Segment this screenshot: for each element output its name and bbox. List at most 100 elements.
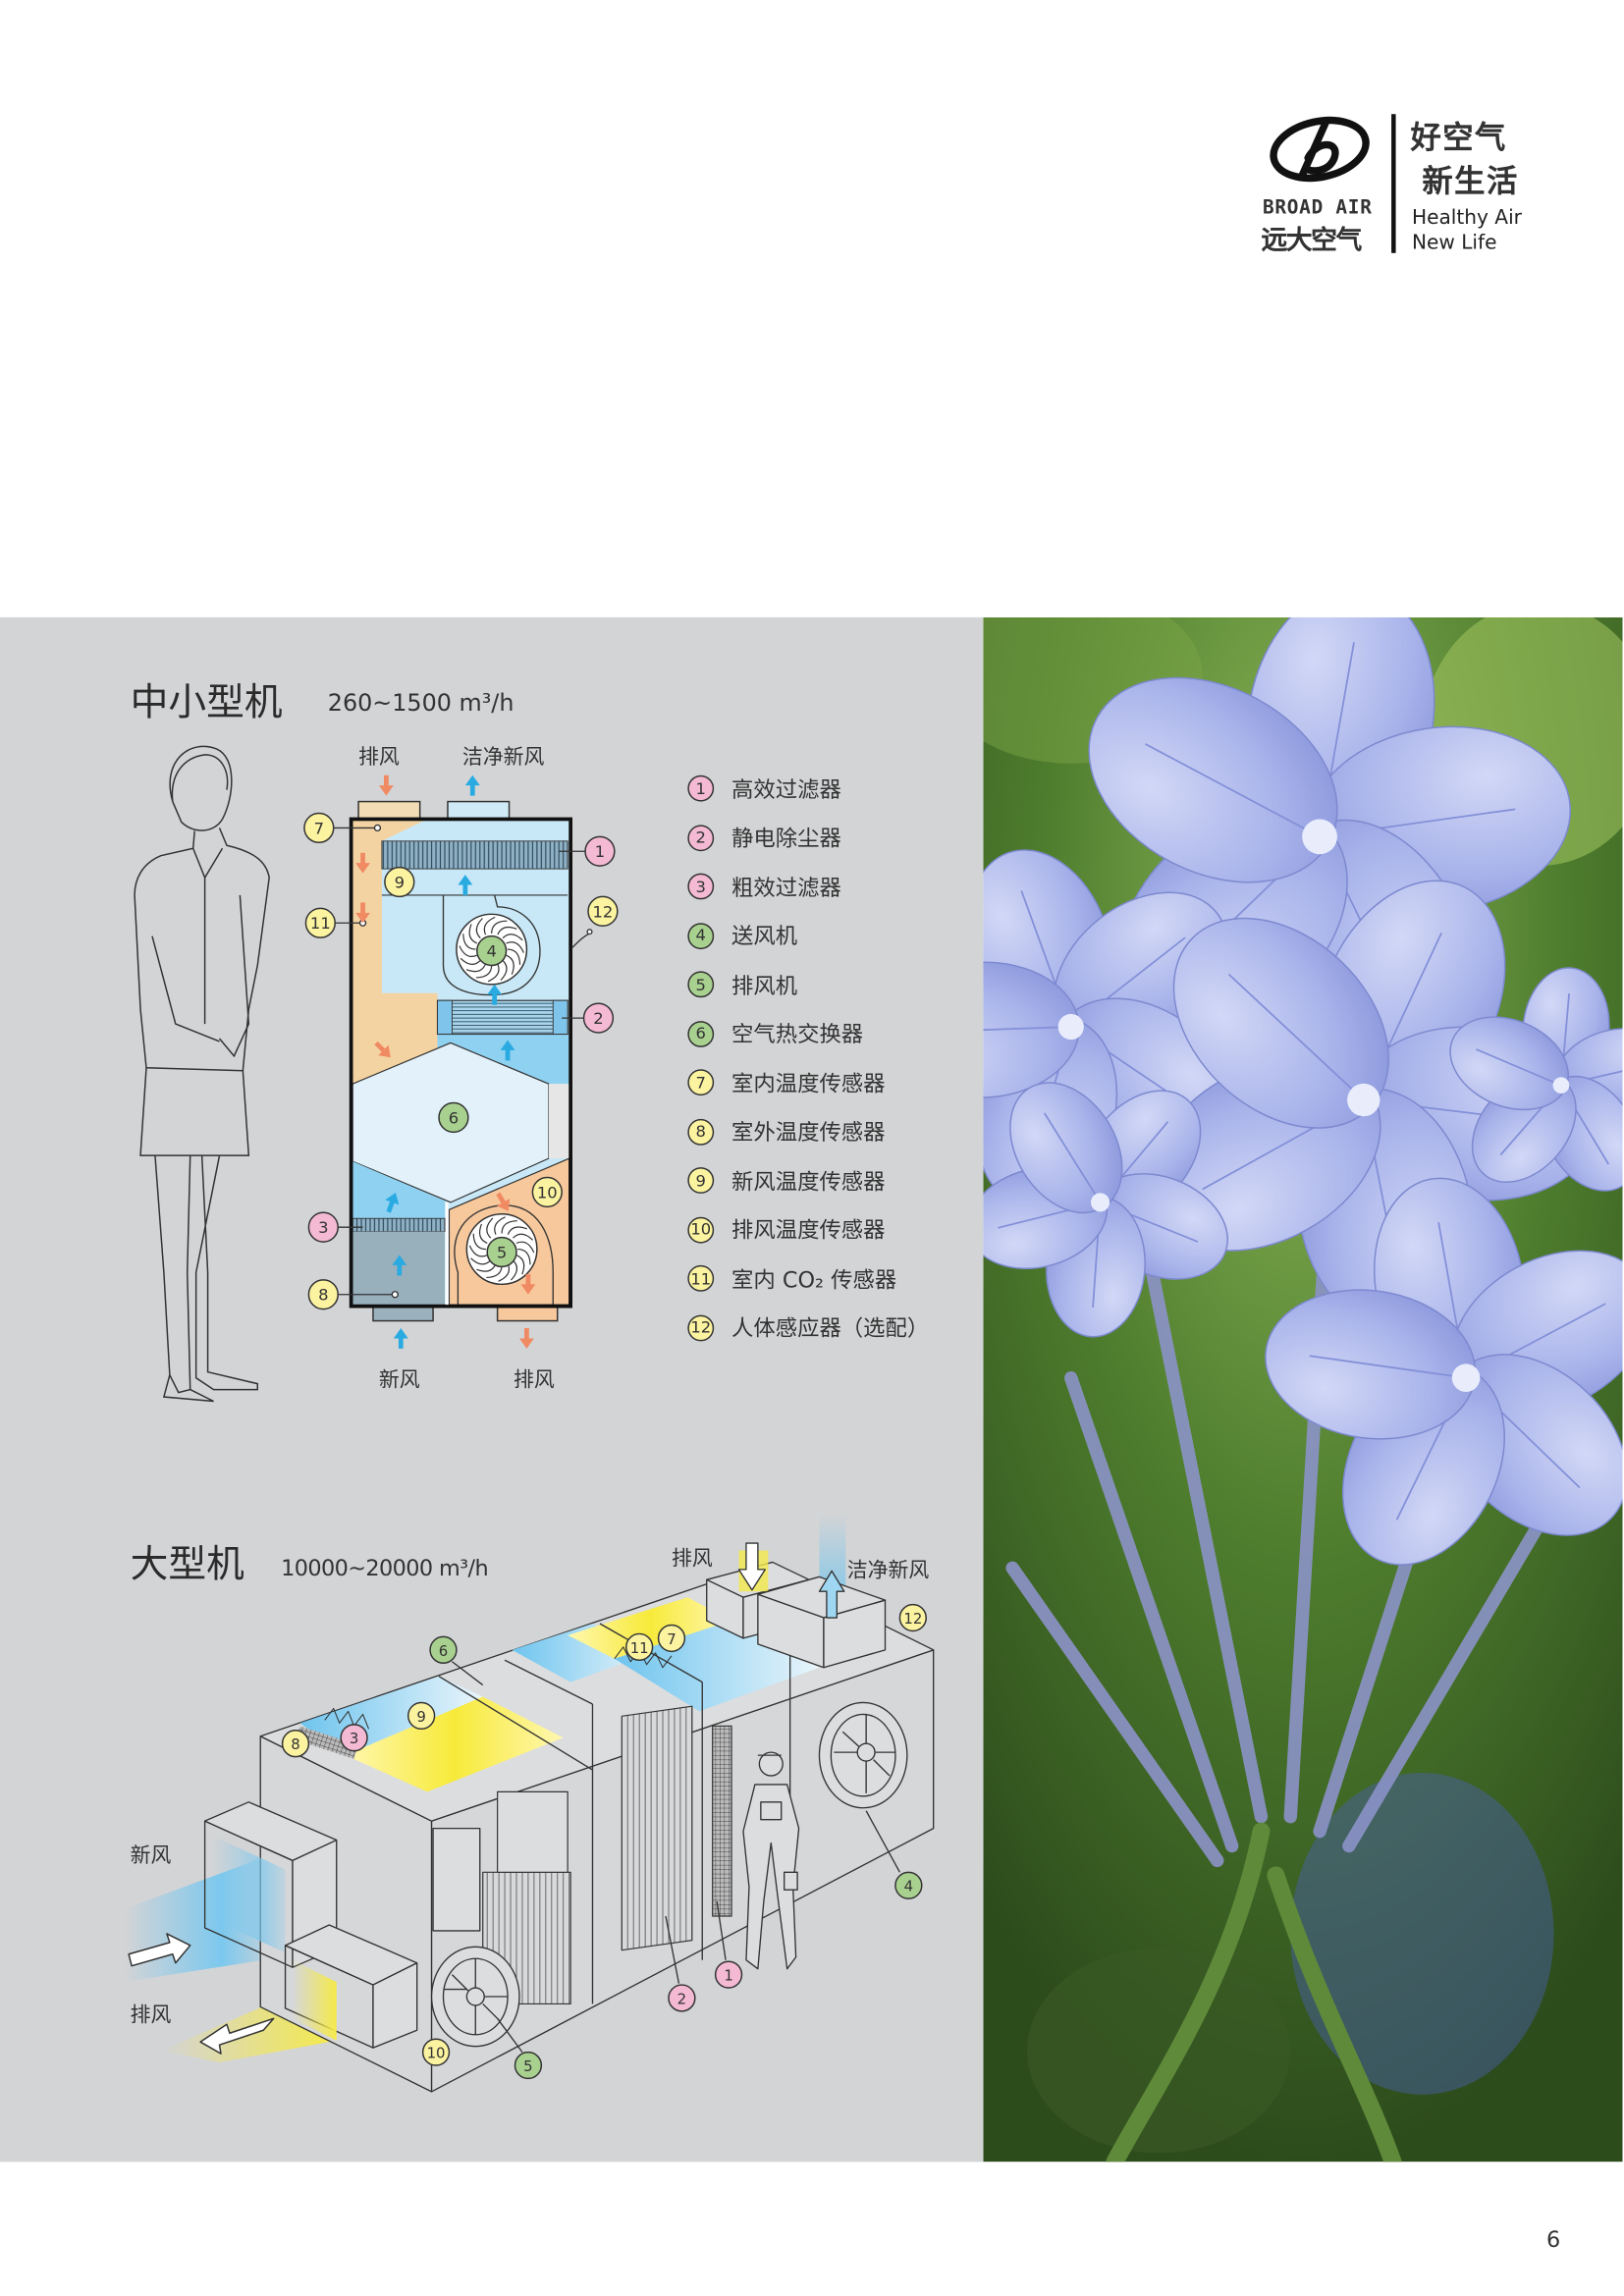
callout-number: 7: [314, 819, 324, 837]
exhaust-outlet-box: [284, 1924, 418, 2049]
callout-10: 10: [421, 2038, 451, 2066]
supply-up-arrow-icon: [818, 1570, 845, 1619]
exhaust-down-arrow-icon: [737, 1542, 766, 1591]
callout-11: 11: [625, 1632, 654, 1662]
airflow-arrow-icon: [392, 1255, 407, 1276]
callout-number: 5: [523, 2057, 532, 2075]
airflow-arrow-icon: [458, 875, 473, 895]
legend-number-badge: 3: [687, 873, 715, 900]
callout-number: 8: [291, 1735, 299, 1753]
callout-2: 2: [582, 1002, 615, 1034]
legend-number-badge: 4: [687, 922, 715, 949]
worker-silhouette: [742, 1751, 800, 1970]
callout-10: 10: [531, 1176, 563, 1208]
callout-7: 7: [657, 1624, 686, 1653]
legend-number-badge: 5: [687, 971, 715, 998]
callout-4: 4: [476, 934, 508, 967]
legend-number-badge: 10: [687, 1216, 715, 1243]
airflow-arrow-icon: [393, 1328, 408, 1349]
access-door: [432, 1827, 481, 1932]
airflow-arrow-icon: [355, 902, 370, 924]
callout-9: 9: [384, 866, 415, 898]
legend-label: 室内 CO₂ 传感器: [731, 1265, 897, 1293]
exhaust-inlet-duct: [357, 800, 421, 821]
callout-8: 8: [307, 1279, 339, 1310]
airflow-arrow-icon: [518, 1328, 534, 1349]
esp-panel: [712, 1725, 732, 1917]
callout-5: 5: [486, 1236, 517, 1268]
plumbago-flowers-image: [983, 616, 1623, 2163]
person-silhouette: [134, 745, 270, 1403]
legend-number-badge: 7: [687, 1069, 715, 1096]
legend-label: 高效过滤器: [731, 775, 841, 803]
exhaust-outlet-duct: [496, 1305, 559, 1322]
small-unit-casing: [349, 817, 573, 1308]
callout-number: 2: [677, 1990, 686, 2007]
slogan-en-2: New Life: [1411, 231, 1497, 255]
slogan-cn-1: 好空气: [1410, 118, 1507, 155]
fresh-air-intake-box: [203, 1801, 338, 1968]
broad-logo-mark-icon: [1270, 116, 1370, 183]
legend-label: 送风机: [731, 923, 798, 950]
callout-number: 9: [416, 1708, 425, 1726]
callout-4: 4: [894, 1871, 923, 1899]
legend-label: 排风温度传感器: [731, 1216, 886, 1244]
exhaust-fan-wheel-icon: [430, 1946, 520, 2048]
callout-1: 1: [714, 1960, 743, 1989]
legend-label: 粗效过滤器: [731, 874, 841, 901]
callout-number: 11: [310, 914, 331, 933]
callout-number: 3: [350, 1730, 358, 1747]
callout-6: 6: [429, 1635, 458, 1664]
callout-9: 9: [406, 1701, 436, 1731]
callout-number: 4: [486, 942, 496, 961]
fresh-in-arrow-icon: [128, 1933, 191, 1967]
legend-item: 10 排风温度传感器: [687, 1213, 886, 1246]
brand-name-en: BROAD AIR: [1262, 197, 1373, 220]
legend-number-badge: 9: [687, 1167, 715, 1194]
flower: [1449, 967, 1623, 1192]
brand-name-cn: 远大空气: [1261, 225, 1362, 256]
exhaust-channel: [351, 819, 451, 1085]
logo-divider: [1391, 114, 1396, 253]
airflow-arrow-icon: [378, 774, 394, 796]
callout-number: 1: [724, 1967, 732, 1985]
small-unit-title: 中小型机: [130, 681, 283, 726]
large-clean-fresh-label: 洁净新风: [846, 1559, 930, 1583]
hepa-filter: [381, 840, 568, 870]
callout-number: 8: [318, 1286, 328, 1305]
callout-number: 9: [395, 873, 405, 891]
legend-label: 空气热交换器: [731, 1021, 864, 1047]
airflow-arrow-icon: [500, 1040, 515, 1061]
callout-11: 11: [304, 907, 336, 938]
airflow-arrow-icon: [385, 1193, 400, 1213]
callout-1: 1: [584, 835, 616, 867]
flower-photo: [983, 616, 1623, 2163]
airflow-arrows: [355, 774, 536, 1349]
legend-number-badge: 2: [687, 824, 715, 851]
legend-label: 室外温度传感器: [731, 1118, 886, 1146]
slogan-en-1: Healthy Air: [1411, 206, 1522, 230]
small-clean-fresh-label: 洁净新风: [461, 745, 545, 770]
supply-outlet-duct: [447, 800, 511, 821]
flower: [983, 1082, 1229, 1338]
airflow-arrow-icon: [464, 774, 480, 796]
small-exhaust-top-label: 排风: [358, 745, 400, 770]
callout-number: 5: [497, 1243, 507, 1261]
callout-number: 12: [903, 1610, 922, 1628]
legend-number-badge: 12: [687, 1313, 715, 1341]
callout-5: 5: [514, 2051, 543, 2080]
airflow-arrow-icon: [487, 984, 503, 1005]
callout-number: 10: [427, 2045, 446, 2062]
callout-12: 12: [898, 1603, 927, 1632]
large-exhaust-top-label: 排风: [671, 1547, 713, 1572]
flower: [1265, 1177, 1623, 1566]
